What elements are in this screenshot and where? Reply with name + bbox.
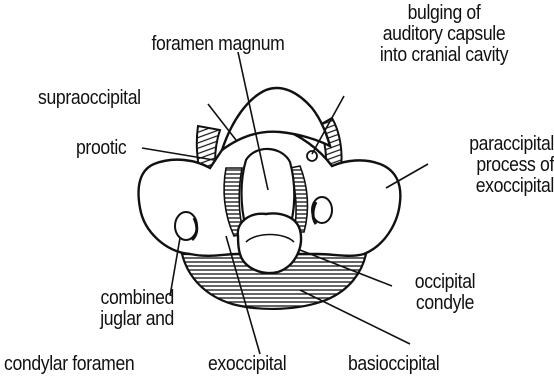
occipital-condyle-shape (238, 214, 301, 274)
label-prootic: prootic (76, 138, 126, 159)
label-foramen-magnum: foramen magnum (121, 34, 315, 55)
label-basioccipital: basioccipital (348, 354, 439, 375)
label-bulging-auditory-capsule: bulging of auditory capsule into cranial… (349, 3, 539, 66)
label-occipital-condyle: occipital condyle (388, 272, 502, 314)
label-exoccipital: exoccipital (208, 354, 286, 375)
label-supraoccipital: supraoccipital (38, 88, 141, 109)
label-combined-foramen: combined juglar and (21, 288, 174, 330)
label-combined-foramen-line3: condylar foramen (4, 354, 134, 375)
label-paroccipital-process: paraccipital process of exoccipital (411, 134, 554, 197)
